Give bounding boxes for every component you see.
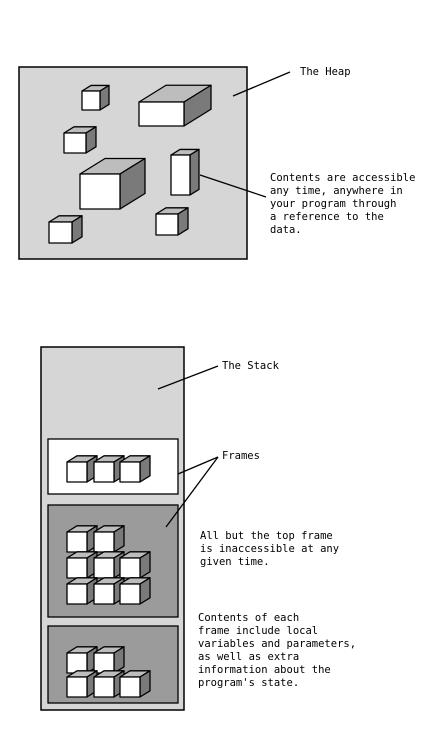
stack-item-icon (119, 577, 151, 605)
stack-item-icon (119, 551, 151, 579)
stack-item-icon (93, 551, 125, 579)
heap-block-icon (138, 84, 212, 127)
heap-block-icon (170, 148, 200, 196)
heap-title: The Heap (300, 66, 351, 78)
heap-block-icon (155, 207, 189, 236)
stack-item-icon (119, 670, 151, 698)
frames-pointer-middle (165, 456, 219, 528)
stack-item-icon (66, 646, 98, 674)
heap-block-icon (79, 157, 146, 210)
stack-title: The Stack (222, 360, 279, 372)
stack-item-icon (66, 670, 98, 698)
stack-item-icon (66, 455, 98, 483)
heap-block-icon (63, 126, 97, 154)
stack-item-icon (66, 577, 98, 605)
stack-title-pointer (157, 365, 219, 390)
inaccessible-note: All but the top frame is inaccessible at… (200, 530, 340, 568)
heap-note-pointer (199, 174, 267, 198)
heap-block-icon (81, 84, 110, 111)
stack-item-icon (93, 525, 125, 553)
heap-note: Contents are accessible any time, anywhe… (270, 172, 416, 236)
frames-pointer-top (177, 456, 219, 475)
stack-item-icon (93, 455, 125, 483)
stack-item-icon (66, 525, 98, 553)
frames-label: Frames (222, 450, 260, 462)
contents-note: Contents of each frame include local var… (198, 612, 357, 689)
stack-item-icon (93, 646, 125, 674)
stack-item-icon (119, 455, 151, 483)
stack-item-icon (66, 551, 98, 579)
heap-block-icon (48, 215, 83, 244)
heap-title-pointer (232, 71, 291, 97)
